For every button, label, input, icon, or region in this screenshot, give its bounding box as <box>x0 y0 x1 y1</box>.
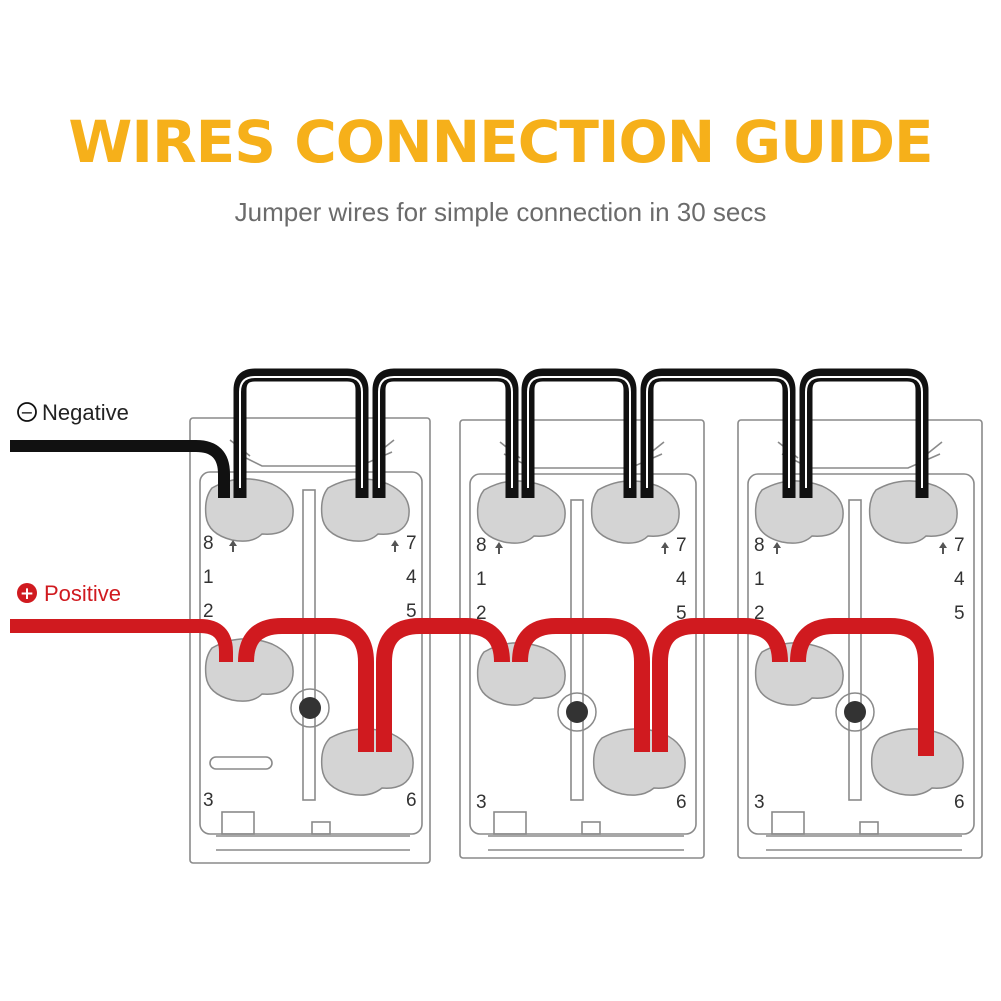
center-pivot <box>290 688 330 728</box>
switch-side-slot <box>209 756 273 770</box>
pin-label-7: 7 <box>954 535 965 556</box>
arrow-icon <box>661 542 669 554</box>
pin-label-8: 8 <box>754 535 765 556</box>
positive-label: Positive <box>44 581 121 606</box>
positive-legend: + Positive <box>17 581 121 606</box>
positive-symbol-circle <box>17 583 37 603</box>
wire-highlight <box>527 376 631 488</box>
pin-label-3: 3 <box>754 792 765 813</box>
switch-center-slot <box>848 499 862 801</box>
negative-lead-wire <box>10 440 230 498</box>
pin-label-8: 8 <box>203 533 214 554</box>
arrow-icon <box>229 540 237 552</box>
positive-jumper-4 <box>652 618 788 752</box>
pin-label-2: 2 <box>754 603 765 624</box>
center-pivot-dot <box>566 701 588 723</box>
pin-label-5: 5 <box>676 603 687 624</box>
pin-label-2: 2 <box>476 603 487 624</box>
pin-label-2: 2 <box>203 601 214 622</box>
pin-label-6: 6 <box>676 792 687 813</box>
wire-highlight <box>378 376 513 488</box>
switch-bottom-tab <box>771 811 805 835</box>
wire-highlight <box>646 376 790 488</box>
switch-outer-frame <box>737 419 983 859</box>
terminal-7 <box>320 478 410 542</box>
switch-center-slot <box>570 499 584 801</box>
arrow-icon <box>939 542 947 554</box>
negative-jumper-5 <box>799 368 929 498</box>
switch-bottom-tab <box>859 821 879 835</box>
pin-label-1: 1 <box>476 569 487 590</box>
negative-symbol: − <box>20 403 33 422</box>
pin-label-5: 5 <box>406 601 417 622</box>
negative-jumper-3 <box>521 368 637 498</box>
switch-top-clip-arm <box>229 439 395 457</box>
terminal-7 <box>590 480 680 544</box>
center-pivot <box>835 692 875 732</box>
page-subtitle: Jumper wires for simple connection in 30… <box>234 197 767 227</box>
pin-label-7: 7 <box>676 535 687 556</box>
page-title: WIRES CONNECTION GUIDE <box>68 108 933 176</box>
positive-wires <box>10 618 934 756</box>
switch-bottom-tab <box>221 811 255 835</box>
negative-jumper-4 <box>640 368 796 498</box>
pin-label-6: 6 <box>954 792 965 813</box>
wire-highlight <box>805 376 923 488</box>
switch-outer-frame <box>459 419 705 859</box>
pin-label-4: 4 <box>954 569 965 590</box>
center-pivot <box>557 692 597 732</box>
terminal-7 <box>868 480 958 544</box>
center-pivot-dot <box>299 697 321 719</box>
switch-bottom-tab <box>493 811 527 835</box>
pin-label-3: 3 <box>203 790 214 811</box>
positive-lead-wire <box>10 619 233 662</box>
terminal-6 <box>870 728 964 796</box>
negative-jumper-2 <box>372 368 519 498</box>
positive-symbol: + <box>20 584 34 604</box>
switch-bottom-tab <box>311 821 331 835</box>
arrow-icon <box>391 540 399 552</box>
pin-label-3: 3 <box>476 792 487 813</box>
pin-label-4: 4 <box>406 567 417 588</box>
switch-center-slot <box>302 489 316 801</box>
terminal-8 <box>754 480 844 544</box>
pin-label-1: 1 <box>754 569 765 590</box>
wire-highlight <box>239 376 363 488</box>
pin-label-8: 8 <box>476 535 487 556</box>
terminal-8 <box>476 480 566 544</box>
pin-label-1: 1 <box>203 567 214 588</box>
positive-jumper-5 <box>790 618 934 756</box>
arrow-icon <box>773 542 781 554</box>
positive-jumper-2 <box>376 618 510 752</box>
pin-label-7: 7 <box>406 533 417 554</box>
center-pivot-dot <box>844 701 866 723</box>
positive-jumper-1 <box>238 618 374 752</box>
negative-symbol-circle <box>17 402 37 422</box>
pin-label-5: 5 <box>954 603 965 624</box>
negative-label: Negative <box>42 400 129 425</box>
rocker-switch-1: 8 7 1 4 2 5 3 6 <box>189 417 431 864</box>
pin-label-6: 6 <box>406 790 417 811</box>
rocker-switch-3: 8 7 1 4 2 5 3 6 <box>737 419 983 859</box>
arrow-icon <box>495 542 503 554</box>
switch-body <box>199 471 423 835</box>
positive-jumper-3 <box>512 618 650 752</box>
negative-wires <box>10 368 929 498</box>
pin-label-4: 4 <box>676 569 687 590</box>
switch-bottom-tab <box>581 821 601 835</box>
negative-legend: − Negative <box>17 400 129 425</box>
switch-outer-frame <box>189 417 431 864</box>
